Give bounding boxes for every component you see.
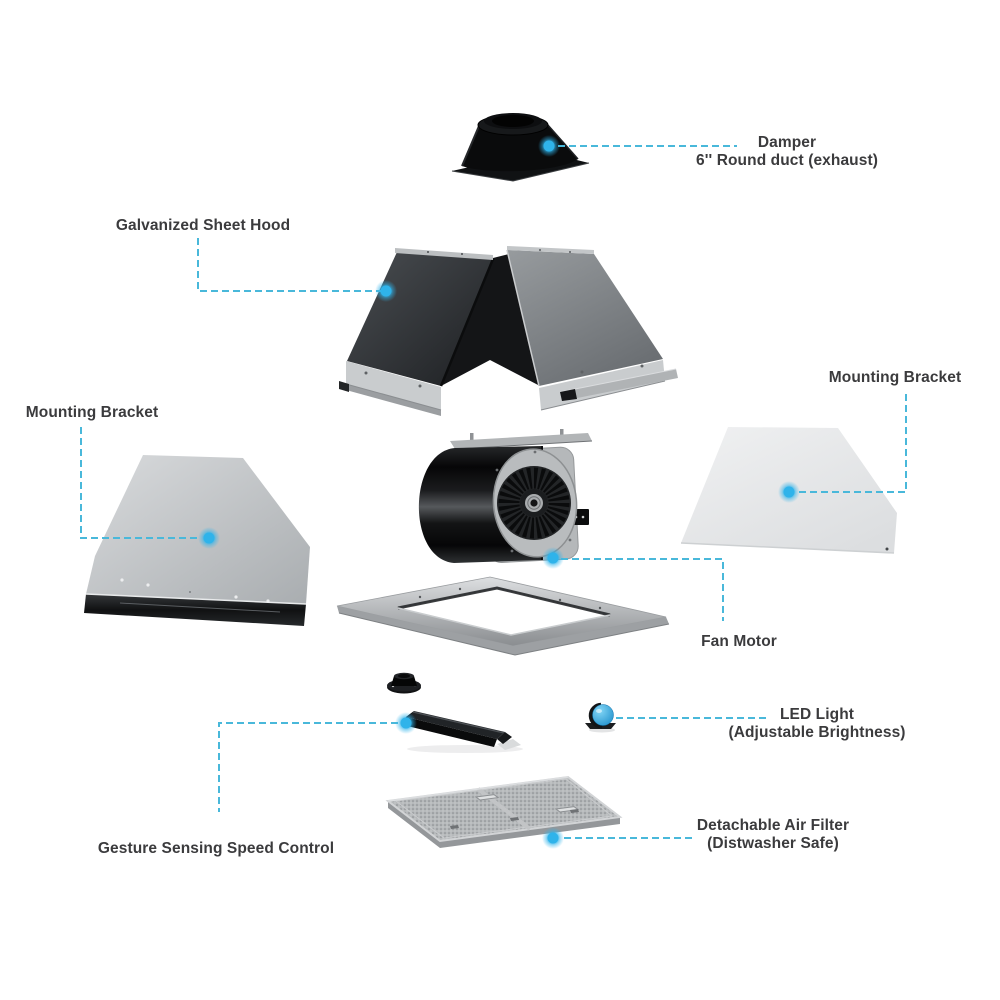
filter-dot (542, 827, 564, 849)
fan-motor-label-line1: Fan Motor (701, 633, 777, 650)
bracket-left-dot (198, 527, 220, 549)
mounting-bracket-right-label: Mounting Bracket (829, 369, 962, 387)
damper-label-line2: 6'' Round duct (exhaust) (696, 152, 878, 169)
fan-leader-line (561, 558, 724, 621)
fan-motor-part (418, 429, 593, 563)
gesture-leader-line (218, 722, 398, 812)
gesture-dot (395, 712, 417, 734)
air-filter-label-line1: Detachable Air Filter (696, 817, 850, 834)
damper-part (451, 113, 590, 182)
hood-leader-line (197, 238, 381, 292)
gesture-control-label-line1: Gesture Sensing Speed Control (97, 840, 335, 857)
mounting-bracket-right-label-line1: Mounting Bracket (828, 369, 962, 386)
fan-dot (542, 547, 564, 569)
bracket-right-dot (778, 481, 800, 503)
damper-dot (538, 135, 560, 157)
fan-motor-label: Fan Motor (701, 633, 777, 651)
hood-label: Galvanized Sheet Hood (116, 217, 290, 235)
led-light-label: LED Light (Adjustable Brightness) (728, 706, 905, 742)
bracket-right-leader-line (798, 394, 907, 493)
leader-lines (80, 145, 907, 839)
damper-label-line1: Damper (757, 134, 817, 151)
air-filter-label-line2: (Distwasher Safe) (707, 835, 839, 852)
led-light-label-line2: (Adjustable Brightness) (728, 724, 906, 741)
mounting-bracket-left-label-line1: Mounting Bracket (25, 404, 159, 421)
gesture-control-label: Gesture Sensing Speed Control (98, 840, 334, 858)
hood-dot (375, 280, 397, 302)
damper-label: Damper 6'' Round duct (exhaust) (696, 134, 878, 170)
gesture-sensor-knob-part (387, 672, 421, 694)
bracket-left-leader-line (80, 427, 201, 539)
air-filter-part (385, 775, 623, 848)
mounting-bracket-left-label: Mounting Bracket (26, 404, 159, 422)
mounting-bracket-left-part (84, 455, 310, 626)
callout-dots (198, 135, 800, 849)
speed-control-bar-part (403, 711, 523, 753)
base-frame-part (336, 576, 670, 656)
air-filter-label: Detachable Air Filter (Distwasher Safe) (697, 817, 849, 853)
led-light-part (585, 702, 616, 733)
led-light-label-line1: LED Light (779, 706, 855, 723)
hood-part (339, 246, 678, 416)
hood-label-line1: Galvanized Sheet Hood (115, 217, 291, 234)
